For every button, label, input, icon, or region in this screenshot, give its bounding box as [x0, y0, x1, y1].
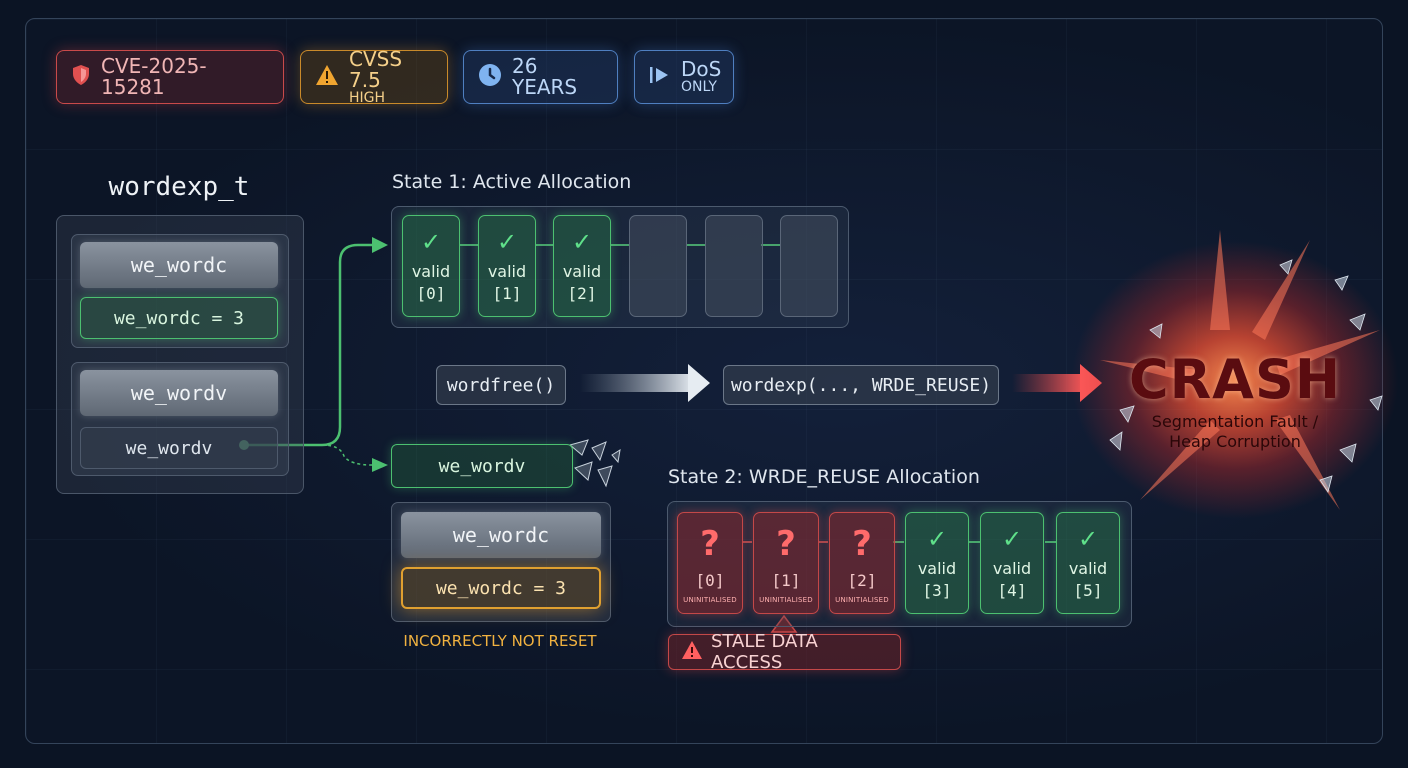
- wordv-group: we_wordv we_wordv: [71, 362, 289, 476]
- dangling-pointer: we_wordv: [391, 444, 573, 488]
- cell-index: [2]: [847, 571, 877, 590]
- crash-line2: Heap Corruption: [1169, 432, 1301, 451]
- cve-badge: CVE-2025-15281: [56, 50, 284, 104]
- reset-wordc-value: we_wordc = 3: [401, 567, 601, 609]
- state2-cell-2: ? [2] UNINITIALISED: [829, 512, 895, 614]
- state1-array: ✓ valid [0] ✓ valid [1] ✓ valid [2]: [391, 206, 849, 328]
- cell-status: valid: [562, 262, 602, 281]
- state2-label: State 2: WRDE_REUSE Allocation: [668, 466, 980, 488]
- check-icon: ✓: [1001, 525, 1023, 553]
- cell-index: [2]: [567, 284, 597, 303]
- state2-cell-5: ✓ valid [5]: [1056, 512, 1120, 614]
- cvss-score: CVSS 7.5: [349, 46, 403, 92]
- question-icon: ?: [776, 524, 796, 564]
- cell-status: valid: [411, 262, 451, 281]
- dos-badge: DoS ONLY: [634, 50, 734, 104]
- cell-status: valid: [1068, 559, 1108, 578]
- wordc-group: we_wordc we_wordc = 3: [71, 234, 289, 348]
- stale-data-callout: STALE DATA ACCESS: [668, 631, 901, 673]
- struct-title: wordexp_t: [108, 172, 250, 202]
- cell-status: valid: [917, 559, 957, 578]
- check-icon: ✓: [1077, 525, 1099, 553]
- cell-index: [5]: [1073, 581, 1103, 600]
- question-icon: ?: [852, 524, 872, 564]
- reset-group: we_wordc we_wordc = 3: [391, 502, 611, 622]
- state2-cell-3: ✓ valid [3]: [905, 512, 969, 614]
- cell-index: [0]: [416, 284, 446, 303]
- cve-id: CVE-2025-15281: [101, 54, 207, 99]
- dos-text: DoS: [681, 57, 722, 82]
- state2-cell-4: ✓ valid [4]: [980, 512, 1044, 614]
- crash-title: CRASH: [1128, 348, 1342, 411]
- state1-cell-empty: [705, 215, 763, 317]
- check-icon: ✓: [496, 228, 518, 256]
- skip-play-icon: [649, 65, 671, 89]
- cell-status: valid: [992, 559, 1032, 578]
- wordexp-struct: we_wordc we_wordc = 3 we_wordv we_wordv: [56, 215, 304, 494]
- state1-label: State 1: Active Allocation: [392, 171, 632, 193]
- cvss-severity: HIGH: [349, 89, 386, 106]
- not-reset-warning: INCORRECTLY NOT RESET: [403, 632, 597, 650]
- cell-index: [4]: [997, 581, 1027, 600]
- wordfree-call: wordfree(): [436, 365, 566, 405]
- wordc-value: we_wordc = 3: [80, 297, 278, 339]
- explosion-shards: [1100, 230, 1383, 510]
- wordc-field: we_wordc: [80, 242, 278, 288]
- crash-subtitle: Segmentation Fault / Heap Corruption: [1125, 412, 1345, 452]
- state1-cell-2: ✓ valid [2]: [553, 215, 611, 317]
- explosion-glow: [1070, 240, 1400, 520]
- stale-text: STALE DATA ACCESS: [711, 631, 818, 673]
- state1-cell-0: ✓ valid [0]: [402, 215, 460, 317]
- state1-cell-empty: [629, 215, 687, 317]
- cvss-badge: CVSS 7.5 HIGH: [300, 46, 448, 106]
- state1-cell-1: ✓ valid [1]: [478, 215, 536, 317]
- crash-line1: Segmentation Fault /: [1151, 412, 1319, 431]
- shield-icon: [71, 64, 91, 90]
- cell-note: UNINITIALISED: [759, 596, 813, 604]
- warning-icon: [315, 64, 339, 90]
- question-icon: ?: [700, 524, 720, 564]
- state2-cell-1: ? [1] UNINITIALISED: [753, 512, 819, 614]
- warning-icon: [681, 640, 703, 665]
- state2-array: ? [0] UNINITIALISED ? [1] UNINITIALISED …: [667, 501, 1132, 627]
- wordv-value: we_wordv: [80, 427, 278, 469]
- clock-icon: [478, 63, 502, 91]
- cell-index: [1]: [492, 284, 522, 303]
- dos-sub: ONLY: [681, 79, 717, 96]
- cell-index: [3]: [922, 581, 952, 600]
- check-icon: ✓: [571, 228, 593, 256]
- state2-cell-0: ? [0] UNINITIALISED: [677, 512, 743, 614]
- wordexp-reuse-call: wordexp(..., WRDE_REUSE): [723, 365, 999, 405]
- cell-note: UNINITIALISED: [683, 596, 737, 604]
- state1-cell-empty: [780, 215, 838, 317]
- cell-status: valid: [487, 262, 527, 281]
- check-icon: ✓: [926, 525, 948, 553]
- cell-index: [0]: [695, 571, 725, 590]
- years-text: 26 YEARS: [512, 54, 578, 99]
- check-icon: ✓: [420, 228, 442, 256]
- years-badge: 26 YEARS: [463, 50, 618, 104]
- reset-wordc-field: we_wordc: [401, 512, 601, 558]
- cell-note: UNINITIALISED: [835, 596, 889, 604]
- wordv-field: we_wordv: [80, 370, 278, 416]
- cell-index: [1]: [771, 571, 801, 590]
